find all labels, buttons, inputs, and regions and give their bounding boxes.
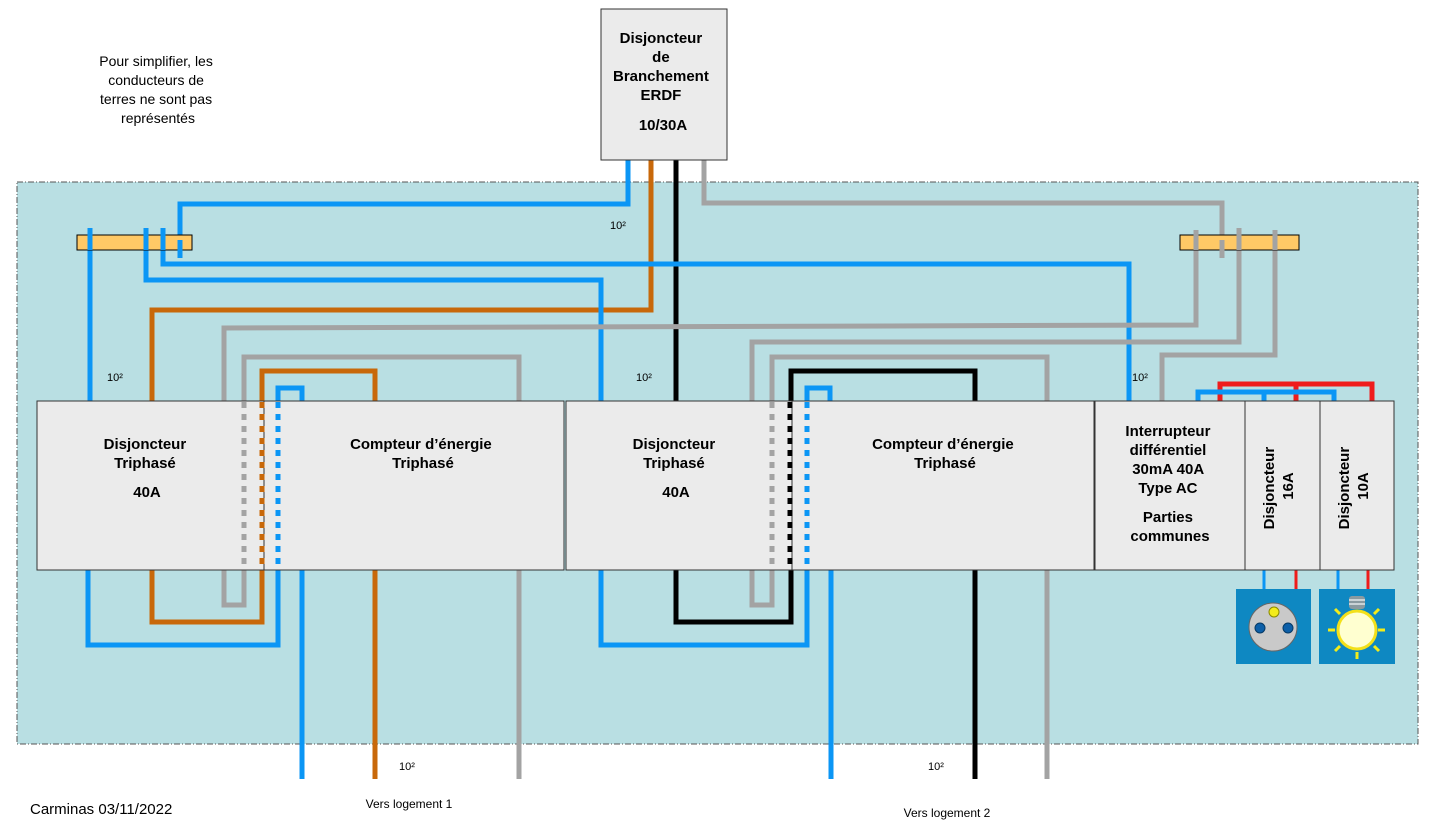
breaker16-line-1: Disjoncteur [1261, 447, 1278, 530]
breaker1-label: Disjoncteur Triphasé 40A [104, 436, 191, 501]
wire-erdf-grey [701, 160, 1225, 258]
breaker10-label: Disjoncteur 10A [1336, 443, 1372, 530]
meter2-line-2: Triphasé [914, 455, 976, 472]
erdf-line-4: ERDF [640, 87, 681, 104]
breaker10-label-group: Disjoncteur 10A [1336, 443, 1372, 530]
wire-erdf-neutral [177, 160, 631, 258]
breaker2-label: Disjoncteur Triphasé 40A [633, 436, 720, 501]
wire-grey-to-breaker1 [221, 230, 1199, 401]
rcd-sub-2: communes [1130, 528, 1209, 545]
section-label-breaker2: 10² [636, 372, 652, 384]
meter2-line-1: Compteur d’énergie [872, 436, 1014, 453]
breaker16-label: Disjoncteur 16A [1261, 443, 1297, 530]
meter1-line-1: Compteur d’énergie [350, 436, 492, 453]
rcd-line-1: Interrupteur [1125, 423, 1210, 440]
breaker10-line-2: 10A [1355, 472, 1372, 500]
section-label-out1: 10² [399, 761, 415, 773]
wire-black-under-2 [673, 570, 794, 625]
breaker16-line-2: 16A [1280, 472, 1297, 500]
wire-grey-under-2 [749, 570, 775, 608]
erdf-line-3: Branchement [613, 68, 709, 85]
note-line-4: représentés [121, 110, 195, 126]
section-label-erdf: 10² [610, 220, 626, 232]
rcd-module [1094, 400, 1246, 571]
erdf-breaker [600, 8, 728, 161]
rcd-line-2: différentiel [1130, 442, 1207, 459]
dwelling1-label: Vers logement 1 [366, 797, 453, 811]
busbar-stubs [87, 228, 1278, 258]
neutral-busbar-left [76, 234, 193, 251]
wire-blue-under-1 [85, 570, 281, 648]
wire-grey-to-breaker2 [749, 230, 1242, 401]
author-date: Carminas 03/11/2022 [30, 801, 172, 818]
note-line-2: conducteurs de [108, 72, 204, 88]
wire-neutral-to-breaker2 [143, 228, 604, 401]
breaker2-module [565, 400, 793, 571]
wire-blue-loop-2 [804, 385, 833, 405]
wire-erdf-brown [149, 160, 654, 401]
erdf-line-2: de [652, 49, 670, 66]
note-line-3: terres ne sont pas [100, 91, 212, 107]
breaker2-rating: 40A [662, 484, 690, 501]
wire-brown-loop-1 [259, 368, 378, 405]
meter1-label: Compteur d’énergie Triphasé [350, 436, 496, 472]
wire-black-loop-2 [788, 368, 978, 405]
breaker16-label-group: Disjoncteur 16A [1261, 443, 1297, 530]
wire-grey-under-1 [221, 570, 247, 608]
wire-grey-loop-1 [241, 354, 522, 405]
meter2-module [791, 400, 1095, 571]
section-label-rcd: 10² [1132, 372, 1148, 384]
breaker2-line-1: Disjoncteur [633, 436, 716, 453]
internal-wires [241, 402, 810, 570]
breaker10-module [1319, 400, 1395, 571]
rcd-line-3: 30mA 40A [1132, 461, 1204, 478]
erdf-rating: 10/30A [639, 117, 688, 134]
erdf-line-1: Disjoncteur [620, 30, 703, 47]
breaker2-line-2: Triphasé [643, 455, 705, 472]
breaker10-line-1: Disjoncteur [1336, 447, 1353, 530]
section-label-out2: 10² [928, 761, 944, 773]
breaker1-rating: 40A [133, 484, 161, 501]
breaker16-module [1244, 400, 1321, 571]
rcd-line-4: Type AC [1138, 480, 1197, 497]
meter1-line-2: Triphasé [392, 455, 454, 472]
breaker1-line-1: Disjoncteur [104, 436, 187, 453]
wire-grey-loop-2 [769, 354, 1050, 405]
meter2-label: Compteur d’énergie Triphasé [872, 436, 1018, 472]
section-label-breaker1: 10² [107, 372, 123, 384]
socket-icon [1236, 589, 1311, 664]
note-text: Pour simplifier, les conducteurs de terr… [99, 53, 216, 126]
wire-blue-under-2 [598, 570, 810, 648]
wires [85, 160, 1375, 779]
rcd-label: Interrupteur différentiel 30mA 40A Type … [1125, 423, 1214, 545]
breaker1-line-2: Triphasé [114, 455, 176, 472]
breaker1-module [36, 400, 265, 571]
dwelling2-label: Vers logement 2 [904, 806, 991, 820]
note-line-1: Pour simplifier, les [99, 53, 213, 69]
light-bulb-icon [1319, 589, 1395, 664]
erdf-breaker-label: Disjoncteur de Branchement ERDF 10/30A [613, 30, 713, 134]
wire-grey-to-rcd [1159, 230, 1278, 401]
wire-brown-under-1 [149, 570, 265, 625]
wire-blue-loop-1 [275, 385, 305, 405]
rcd-sub-1: Parties [1143, 509, 1193, 526]
meter1-module [263, 400, 565, 571]
